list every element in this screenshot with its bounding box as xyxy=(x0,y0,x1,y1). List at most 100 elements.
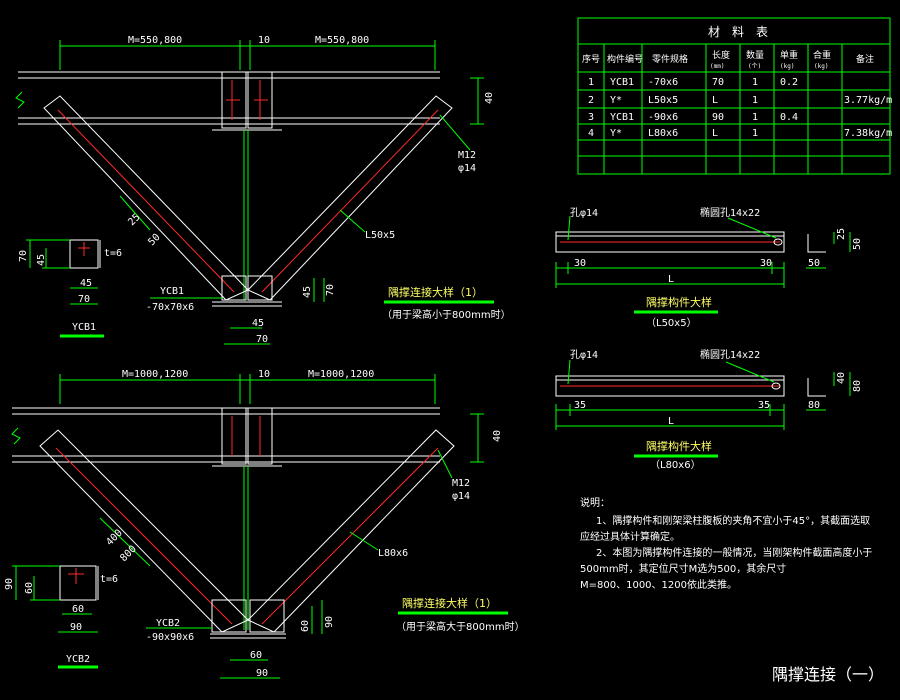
cell: Y* xyxy=(610,95,622,106)
plate-ycb2-detail: 90 60 t=6 60 90 YCB2 xyxy=(4,565,118,669)
m1-spec: （L50x5） xyxy=(646,317,697,329)
plate2-dim-90: 90 xyxy=(4,578,15,590)
bottom-dim-60v: 60 xyxy=(300,620,311,632)
m2-dim-80v: 80 xyxy=(852,380,863,392)
table-title: 材 料 表 xyxy=(708,25,768,39)
plate1-dim-70b: 70 xyxy=(78,294,90,305)
bottom-dim-right: M=1000,1200 xyxy=(308,369,374,380)
m2-dim-right: 35 xyxy=(758,400,770,411)
m1-dim-left: 30 xyxy=(574,258,586,269)
th-1: 构件编号 xyxy=(607,53,643,65)
bottom-plate-name: YCB2 xyxy=(156,618,180,629)
top-dim-mid: 10 xyxy=(258,35,270,46)
plate-ycb1-detail: 70 45 t=6 45 70 YCB1 xyxy=(18,239,122,338)
top-connection-detail: M=550,800 10 M=550,800 40 25 50 xyxy=(15,35,511,345)
m2-slot: 椭圆孔14x22 xyxy=(700,348,760,361)
bottom-dim-left: M=1000,1200 xyxy=(122,369,188,380)
m2-dim-40: 40 xyxy=(836,372,847,384)
cell: 1 xyxy=(588,77,594,88)
sheet-title: 隅撑连接（一） xyxy=(772,665,884,684)
cell: 70 xyxy=(712,77,724,88)
table-row: 1 YCB1 -70x6 70 1 0.2 xyxy=(588,77,798,88)
plate1-dim-70: 70 xyxy=(18,250,29,262)
top-detail-title: 隅撑连接大样（1） xyxy=(388,285,483,299)
m1-dim-right: 30 xyxy=(760,258,772,269)
th-3: 长度 xyxy=(712,49,730,61)
m2-dim-left: 35 xyxy=(574,400,586,411)
notes-head: 说明： xyxy=(580,496,610,509)
bottom-dim-mid: 10 xyxy=(258,369,270,380)
bottom-dim-800: 800 xyxy=(118,544,139,565)
cell: 1 xyxy=(752,128,758,139)
top-dim-45h: 45 xyxy=(252,318,264,329)
th-0: 序号 xyxy=(582,53,600,65)
plate2-thick: t=6 xyxy=(100,574,118,585)
tu-3: (mm) xyxy=(710,63,724,70)
m1-hole: 孔φ14 xyxy=(570,207,598,219)
member-detail-l80: 孔φ14 椭圆孔14x22 35 35 L 40 80 80 隅撑构件大样 （L… xyxy=(555,348,863,471)
notes-block: 说明： 1、隅撑构件和刚架梁柱腹板的夹角不宜小于45°，其截面选取 应经过具体计… xyxy=(580,496,872,591)
notes-line2: 应经过具体计算确定。 xyxy=(580,530,680,543)
m1-dim-25: 25 xyxy=(836,228,847,240)
cell: 1 xyxy=(752,112,758,123)
bottom-detail-note: （用于梁高大于800mm时） xyxy=(396,620,525,633)
bottom-hole-label: φ14 xyxy=(452,491,470,502)
bottom-detail-title: 隅撑连接大样（1） xyxy=(402,596,497,610)
top-dim-45v: 45 xyxy=(302,286,313,298)
th-2: 零件规格 xyxy=(652,53,688,65)
cell: L50x5 xyxy=(648,95,678,106)
cell: 1 xyxy=(752,77,758,88)
cell: 0.4 xyxy=(780,112,798,123)
material-table: 材 料 表 序号 构件编号 零件规格 长度 数量 单重 合重 备注 (mm) (… xyxy=(577,17,892,175)
bottom-plate-spec: -90x90x6 xyxy=(146,632,194,643)
m1-length: L xyxy=(668,274,674,285)
cell: 90 xyxy=(712,112,724,123)
top-dim-50: 50 xyxy=(146,232,162,248)
cell: L xyxy=(712,95,718,106)
plate1-dim-45b: 45 xyxy=(80,278,92,289)
top-angle-label: L50x5 xyxy=(365,230,395,241)
bottom-angle-label: L80x6 xyxy=(378,548,408,559)
th-6: 合重 xyxy=(813,49,831,61)
notes-line5: M=800、1000、1200依此类推。 xyxy=(580,578,737,591)
member-detail-l50: 孔φ14 椭圆孔14x22 30 30 L 25 50 50 隅撑构件大样 （L… xyxy=(555,206,863,329)
top-dim-right: M=550,800 xyxy=(315,35,369,46)
top-plate-name: YCB1 xyxy=(160,286,184,297)
cell: 3 xyxy=(588,112,594,123)
m1-slot: 椭圆孔14x22 xyxy=(700,206,760,219)
bottom-dim-height: 40 xyxy=(492,430,503,442)
cell: Y* xyxy=(610,128,622,139)
bottom-bolt-label: M12 xyxy=(452,478,470,489)
th-4: 数量 xyxy=(746,49,764,61)
plate1-thick: t=6 xyxy=(104,248,122,259)
table-row: 2 Y* L50x5 L 1 3.77kg/m xyxy=(588,95,892,106)
top-detail-note: （用于梁高小于800mm时） xyxy=(382,308,511,321)
top-bolt-label: M12 xyxy=(458,150,476,161)
cell: 2 xyxy=(588,95,594,106)
cell: 4 xyxy=(588,128,594,139)
bottom-connection-detail: M=1000,1200 10 M=1000,1200 40 400 800 L8… xyxy=(11,369,525,679)
bottom-dim-400: 400 xyxy=(104,528,125,549)
cell: YCB1 xyxy=(610,77,634,88)
cell: L xyxy=(712,128,718,139)
plate2-name: YCB2 xyxy=(66,654,90,665)
tu-4: (个) xyxy=(748,63,761,70)
top-dim-70v: 70 xyxy=(325,284,336,296)
top-dim-height: 40 xyxy=(484,92,495,104)
plate2-dim-90b: 90 xyxy=(70,622,82,633)
m1-title: 隅撑构件大样 xyxy=(646,295,712,309)
th-5: 单重 xyxy=(780,49,798,61)
bottom-dim-90h: 90 xyxy=(256,668,268,679)
cell: 7.38kg/m xyxy=(844,128,892,139)
m2-dim-80h: 80 xyxy=(808,400,820,411)
m2-length: L xyxy=(668,416,674,427)
notes-line4: 500mm时，其定位尺寸M选为500，其余尺寸 xyxy=(580,562,786,575)
top-dim-25: 25 xyxy=(126,212,142,228)
m2-title: 隅撑构件大样 xyxy=(646,439,712,453)
cell: -70x6 xyxy=(648,77,678,88)
plate2-dim-60: 60 xyxy=(24,582,35,594)
top-plate-spec: -70x70x6 xyxy=(146,302,194,313)
m2-hole: 孔φ14 xyxy=(570,349,598,361)
m2-spec: （L80x6） xyxy=(650,459,701,471)
